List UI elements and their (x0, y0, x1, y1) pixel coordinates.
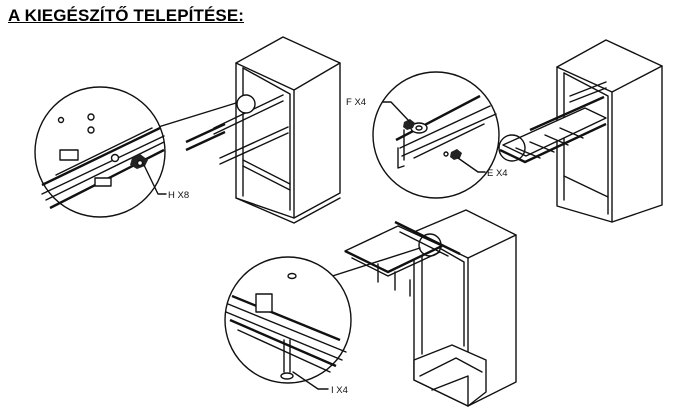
cabinet-2 (556, 39, 663, 223)
leader-i (292, 371, 329, 390)
callout-h-label: H X8 (168, 190, 189, 201)
cabinet-3 (413, 209, 517, 407)
callout-f-label: F X4 (346, 97, 366, 108)
detail-circle-3 (224, 256, 352, 384)
leader-3 (319, 247, 421, 281)
pullout-tray-2 (498, 81, 607, 164)
leader-f (382, 101, 410, 122)
cabinet-1 (235, 36, 341, 224)
page-title: A KIEGÉSZÍTŐ TELEPÍTÉSE: (8, 6, 245, 25)
step-1-illustration: H X8 (34, 36, 341, 224)
step-2-illustration: F X4 E X4 (346, 39, 663, 223)
rails-1 (185, 94, 289, 165)
step-3-illustration: I X4 (224, 209, 517, 407)
callout-e-label: E X4 (487, 168, 508, 179)
detail-circle-2 (372, 71, 500, 199)
callout-i-label: I X4 (331, 385, 348, 396)
detail-circle-1 (34, 86, 166, 218)
leader-h (142, 162, 167, 195)
leader-e (457, 157, 486, 173)
pullout-tray-3 (344, 220, 461, 297)
leader-1 (154, 102, 237, 129)
